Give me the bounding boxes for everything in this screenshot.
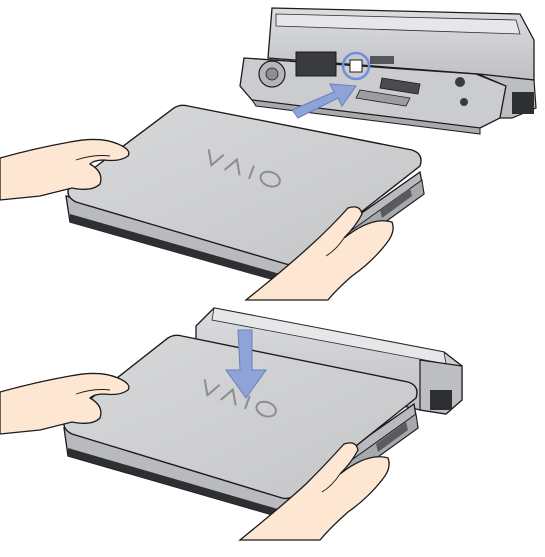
step-2-panel	[0, 308, 462, 540]
step-1-panel	[0, 8, 536, 300]
dock-vent-icon	[512, 92, 534, 114]
dock-vent-icon-step-2	[430, 390, 452, 410]
dock-port-icon	[296, 52, 336, 76]
docking-station	[240, 8, 536, 134]
